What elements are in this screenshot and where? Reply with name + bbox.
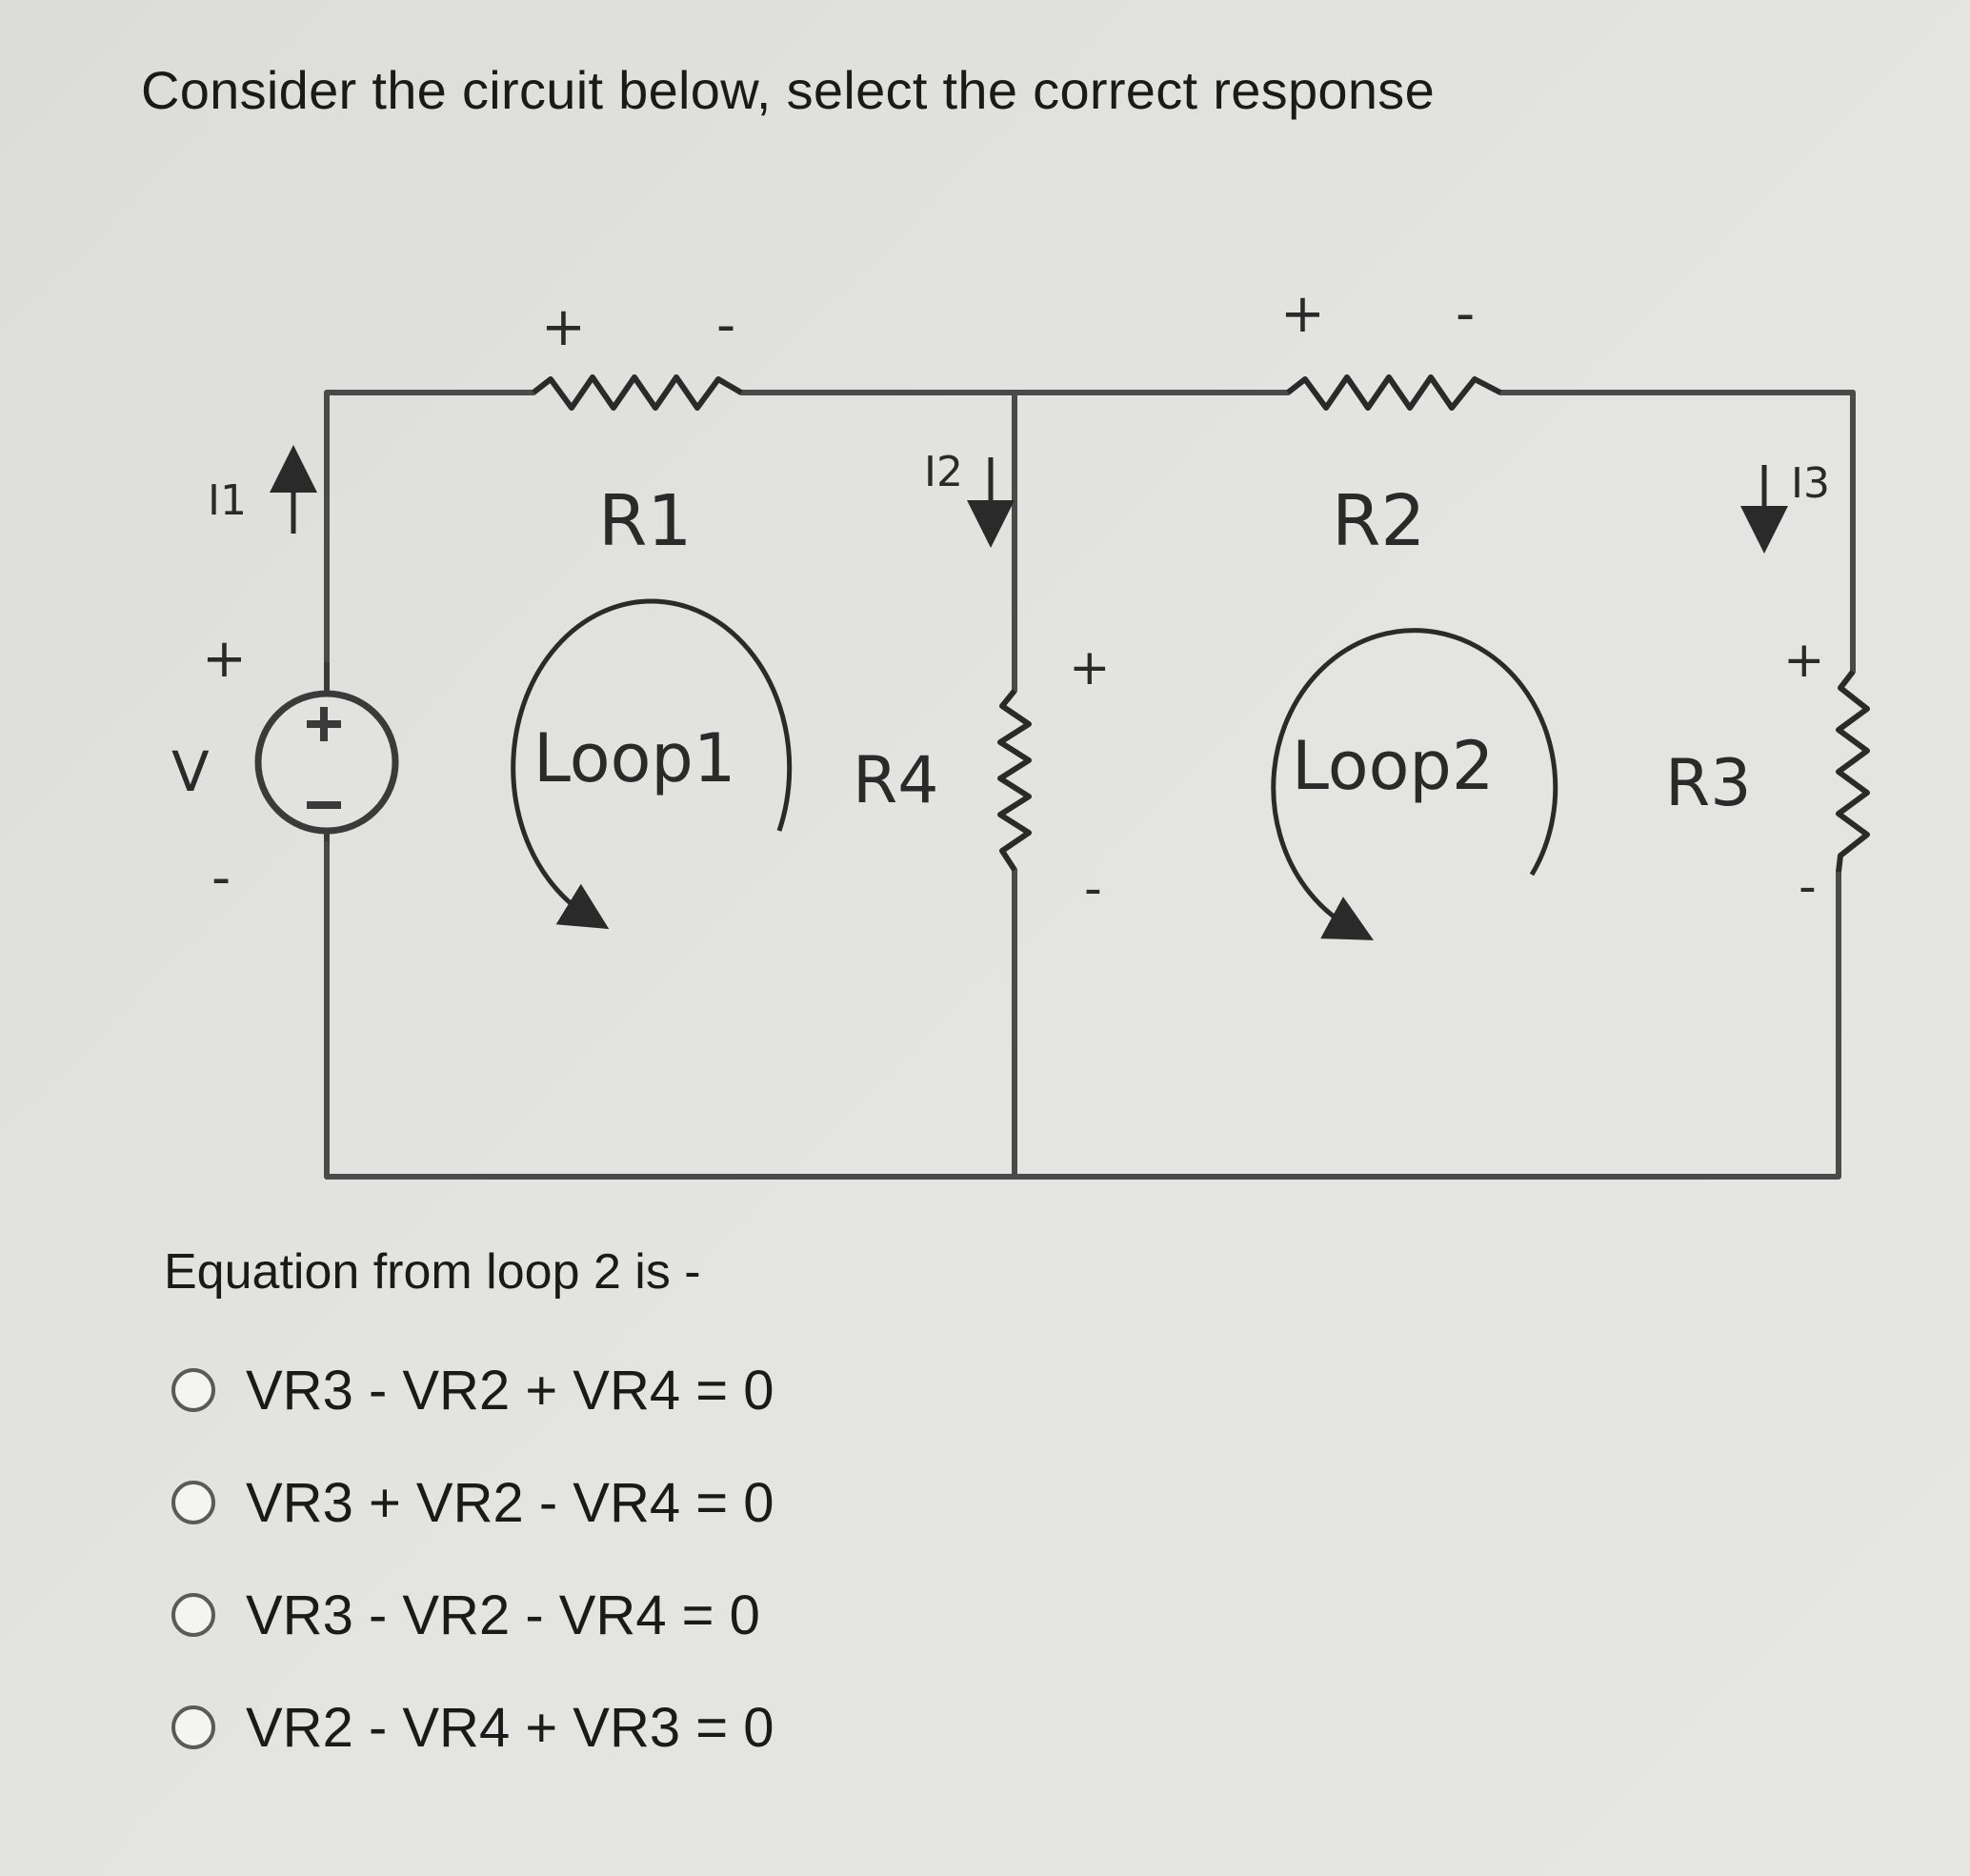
loop2-label: Loop2 xyxy=(1292,727,1494,805)
r3-plus-label: + xyxy=(1783,632,1825,689)
r2-label: R2 xyxy=(1332,480,1426,562)
resistor-r1 xyxy=(532,374,743,411)
r4-minus-label: - xyxy=(1084,860,1102,918)
r3-minus-label: - xyxy=(1799,858,1817,916)
current-i2-label: I2 xyxy=(924,448,963,496)
answer-option-label: VR2 - VR4 + VR3 = 0 xyxy=(246,1696,774,1759)
loop1-label: Loop1 xyxy=(533,719,735,797)
circuit-wires xyxy=(324,390,1856,1180)
answer-options: VR3 - VR2 + VR4 = 0 VR3 + VR2 - VR4 = 0 … xyxy=(171,1334,774,1784)
source-label: V xyxy=(171,739,210,804)
r1-label: R1 xyxy=(598,480,693,562)
resistor-r2 xyxy=(1286,374,1502,411)
voltage-source xyxy=(254,662,399,841)
r3-label: R3 xyxy=(1665,746,1752,821)
r4-plus-label: + xyxy=(1069,639,1111,696)
radio-circle-icon[interactable] xyxy=(171,1705,215,1749)
loop2-arrow-icon xyxy=(1271,628,1558,940)
answer-option-label: VR3 - VR2 + VR4 = 0 xyxy=(246,1359,774,1422)
r2-plus-label: + xyxy=(1280,283,1325,345)
current-i3-label: I3 xyxy=(1791,459,1830,508)
answer-option-3[interactable]: VR3 - VR2 - VR4 = 0 xyxy=(171,1559,774,1671)
answer-option-1[interactable]: VR3 - VR2 + VR4 = 0 xyxy=(171,1334,774,1446)
question-prompt: Equation from loop 2 is - xyxy=(164,1244,701,1300)
source-minus-label: - xyxy=(211,847,231,909)
r1-plus-label: + xyxy=(541,296,586,358)
answer-option-4[interactable]: VR2 - VR4 + VR3 = 0 xyxy=(171,1671,774,1784)
radio-circle-icon[interactable] xyxy=(171,1368,215,1412)
radio-circle-icon[interactable] xyxy=(171,1481,215,1524)
question-title: Consider the circuit below, select the c… xyxy=(141,60,1436,120)
r4-label: R4 xyxy=(853,743,939,818)
r1-minus-label: - xyxy=(716,294,735,356)
loop1-arrow-icon xyxy=(511,598,793,930)
answer-option-label: VR3 - VR2 - VR4 = 0 xyxy=(246,1584,760,1646)
answer-option-2[interactable]: VR3 + VR2 - VR4 = 0 xyxy=(171,1446,774,1559)
r2-minus-label: - xyxy=(1456,283,1475,345)
answer-option-label: VR3 + VR2 - VR4 = 0 xyxy=(246,1471,774,1534)
resistor-r3 xyxy=(1836,670,1870,873)
radio-circle-icon[interactable] xyxy=(171,1593,215,1637)
source-plus-label: + xyxy=(202,628,247,690)
current-i1-label: I1 xyxy=(208,476,247,525)
resistor-r4 xyxy=(997,689,1032,872)
